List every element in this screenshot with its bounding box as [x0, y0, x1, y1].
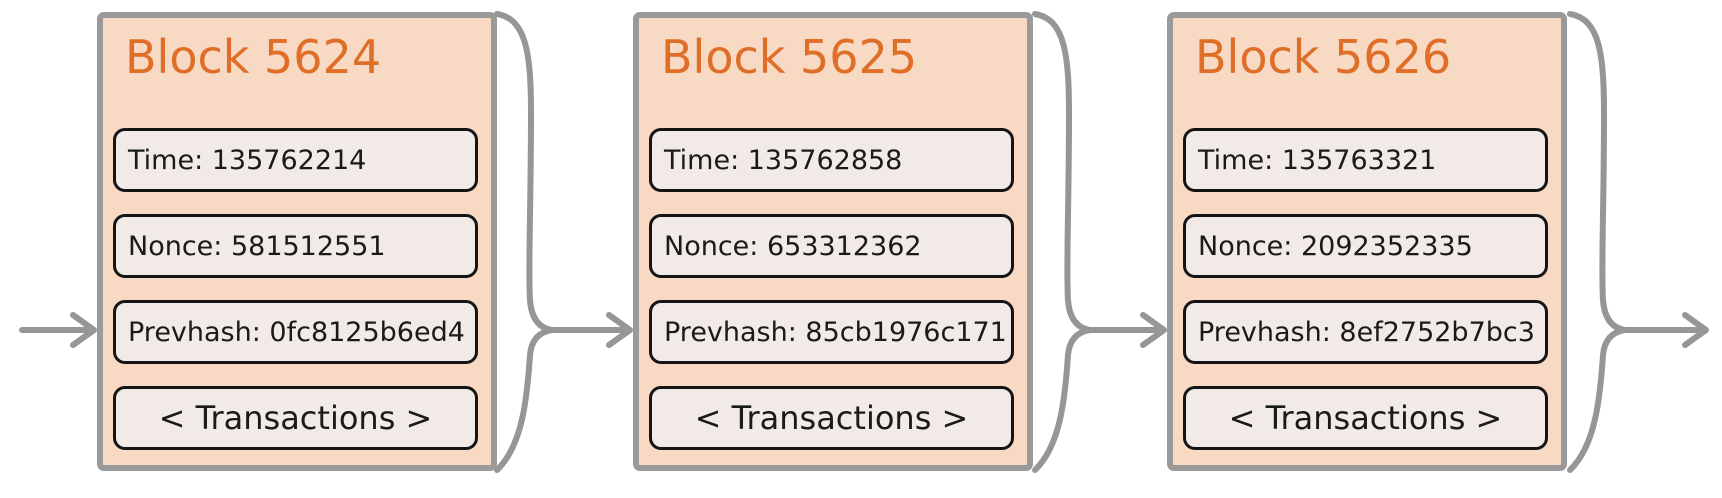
field-time: Time: 135762214: [113, 128, 478, 192]
field-time: Time: 135762858: [649, 128, 1014, 192]
block-hash-brace-icon: [1567, 11, 1628, 473]
field-nonce: Nonce: 653312362: [649, 214, 1014, 278]
field-time: Time: 135763321: [1183, 128, 1548, 192]
field-transactions: < Transactions >: [649, 386, 1014, 450]
block-title: Block 5625: [661, 30, 918, 84]
block-card: Block 5625 Time: 135762858 Nonce: 653312…: [633, 12, 1033, 471]
field-transactions: < Transactions >: [1183, 386, 1548, 450]
field-nonce: Nonce: 581512551: [113, 214, 478, 278]
block-title: Block 5626: [1195, 30, 1452, 84]
block-fields: Time: 135762214 Nonce: 581512551 Prevhas…: [113, 128, 478, 450]
field-transactions: < Transactions >: [113, 386, 478, 450]
block-hash-brace-icon: [1032, 11, 1093, 473]
incoming-hash-arrow-icon: [19, 312, 97, 348]
field-nonce: Nonce: 2092352335: [1183, 214, 1548, 278]
field-prevhash: Prevhash: 85cb1976c171: [649, 300, 1014, 364]
block-fields: Time: 135762858 Nonce: 653312362 Prevhas…: [649, 128, 1014, 450]
outgoing-hash-arrow-icon: [1622, 312, 1709, 348]
field-prevhash: Prevhash: 8ef2752b7bc3: [1183, 300, 1548, 364]
hash-arrow-icon: [1087, 312, 1167, 348]
block-title: Block 5624: [125, 30, 382, 84]
hash-arrow-icon: [549, 312, 633, 348]
block-card: Block 5624 Time: 135762214 Nonce: 581512…: [97, 12, 497, 471]
block-card: Block 5626 Time: 135763321 Nonce: 209235…: [1167, 12, 1567, 471]
field-prevhash: Prevhash: 0fc8125b6ed4: [113, 300, 478, 364]
block-hash-brace-icon: [494, 11, 555, 473]
block-fields: Time: 135763321 Nonce: 2092352335 Prevha…: [1183, 128, 1548, 450]
